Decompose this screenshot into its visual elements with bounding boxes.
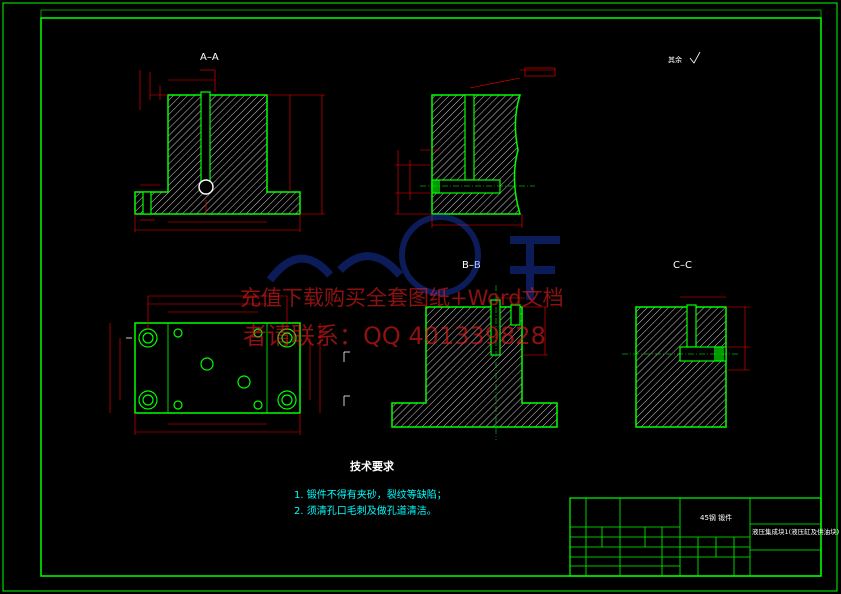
note-item-2: 2. 须清孔口毛刺及做孔道清洁。 xyxy=(294,504,437,517)
section-bb-top-view xyxy=(395,67,556,228)
section-aa-view: A–A xyxy=(134,52,325,232)
top-strip xyxy=(40,9,822,19)
section-bb-label: B–B xyxy=(462,260,481,271)
section-aa-label: A–A xyxy=(200,52,219,63)
title-material: 45钢 锻件 xyxy=(700,513,732,522)
watermark-line1: 充值下载购买全套图纸+Word文档 xyxy=(240,286,564,310)
section-cc-label: C–C xyxy=(673,260,692,271)
watermark-logo xyxy=(266,214,560,300)
watermark-line2: 者请联系：QQ 401339828 xyxy=(243,322,546,350)
section-bb-view: B–B xyxy=(391,260,558,440)
notes-title: 技术要求 xyxy=(350,459,395,473)
title-part-name: 液压集成块1(液压缸及供油块) xyxy=(752,527,839,536)
title-block xyxy=(569,497,822,577)
plan-view xyxy=(109,295,350,435)
note-item-1: 1. 锻件不得有夹砂，裂纹等缺陷； xyxy=(294,488,447,501)
roughness-note: 其余 xyxy=(668,51,701,64)
roughness-note-text: 其余 xyxy=(668,55,682,64)
section-cc-view: C–C xyxy=(622,260,750,428)
technical-notes: 技术要求 1. 锻件不得有夹砂，裂纹等缺陷； 2. 须清孔口毛刺及做孔道清洁。 xyxy=(294,459,447,517)
